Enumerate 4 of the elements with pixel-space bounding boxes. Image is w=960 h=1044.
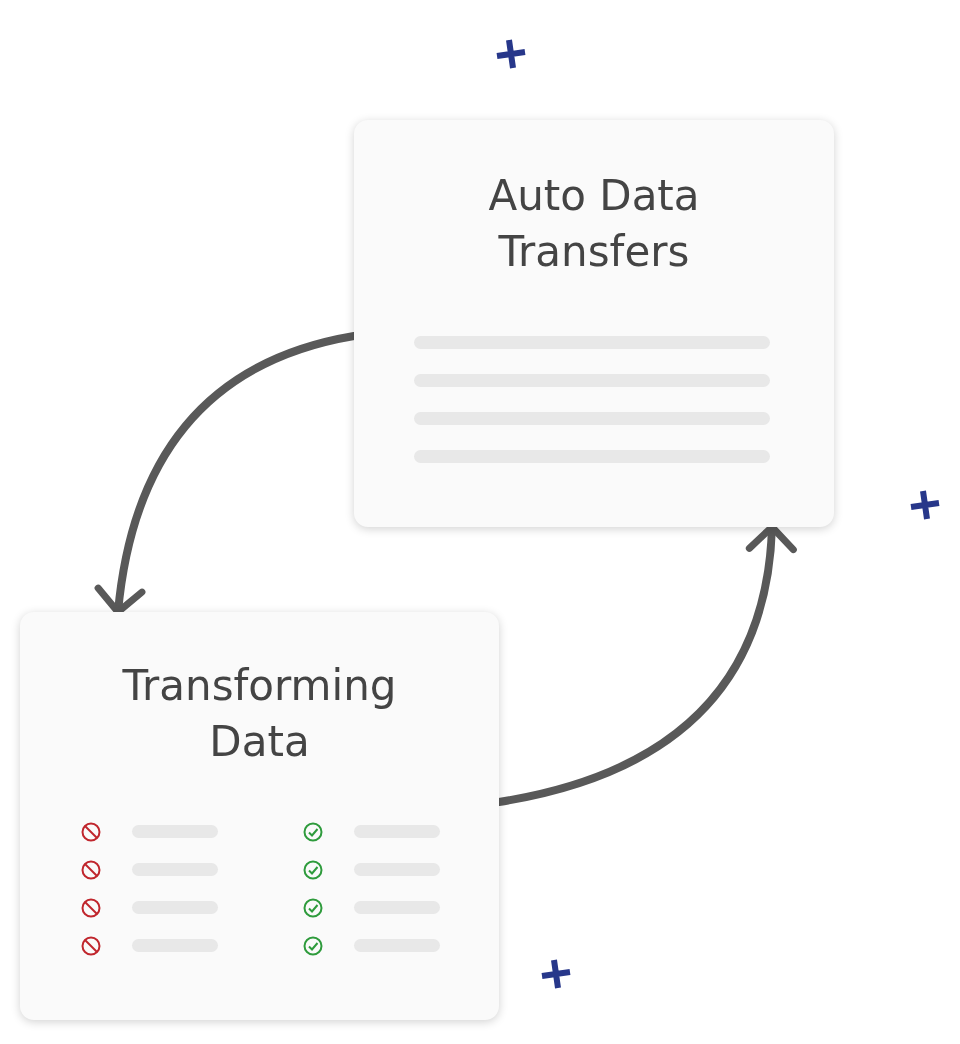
card-title: Auto Data Transfers <box>487 170 701 278</box>
card <box>20 612 499 1020</box>
card <box>354 120 834 527</box>
card-title: Transforming Data <box>121 660 398 768</box>
